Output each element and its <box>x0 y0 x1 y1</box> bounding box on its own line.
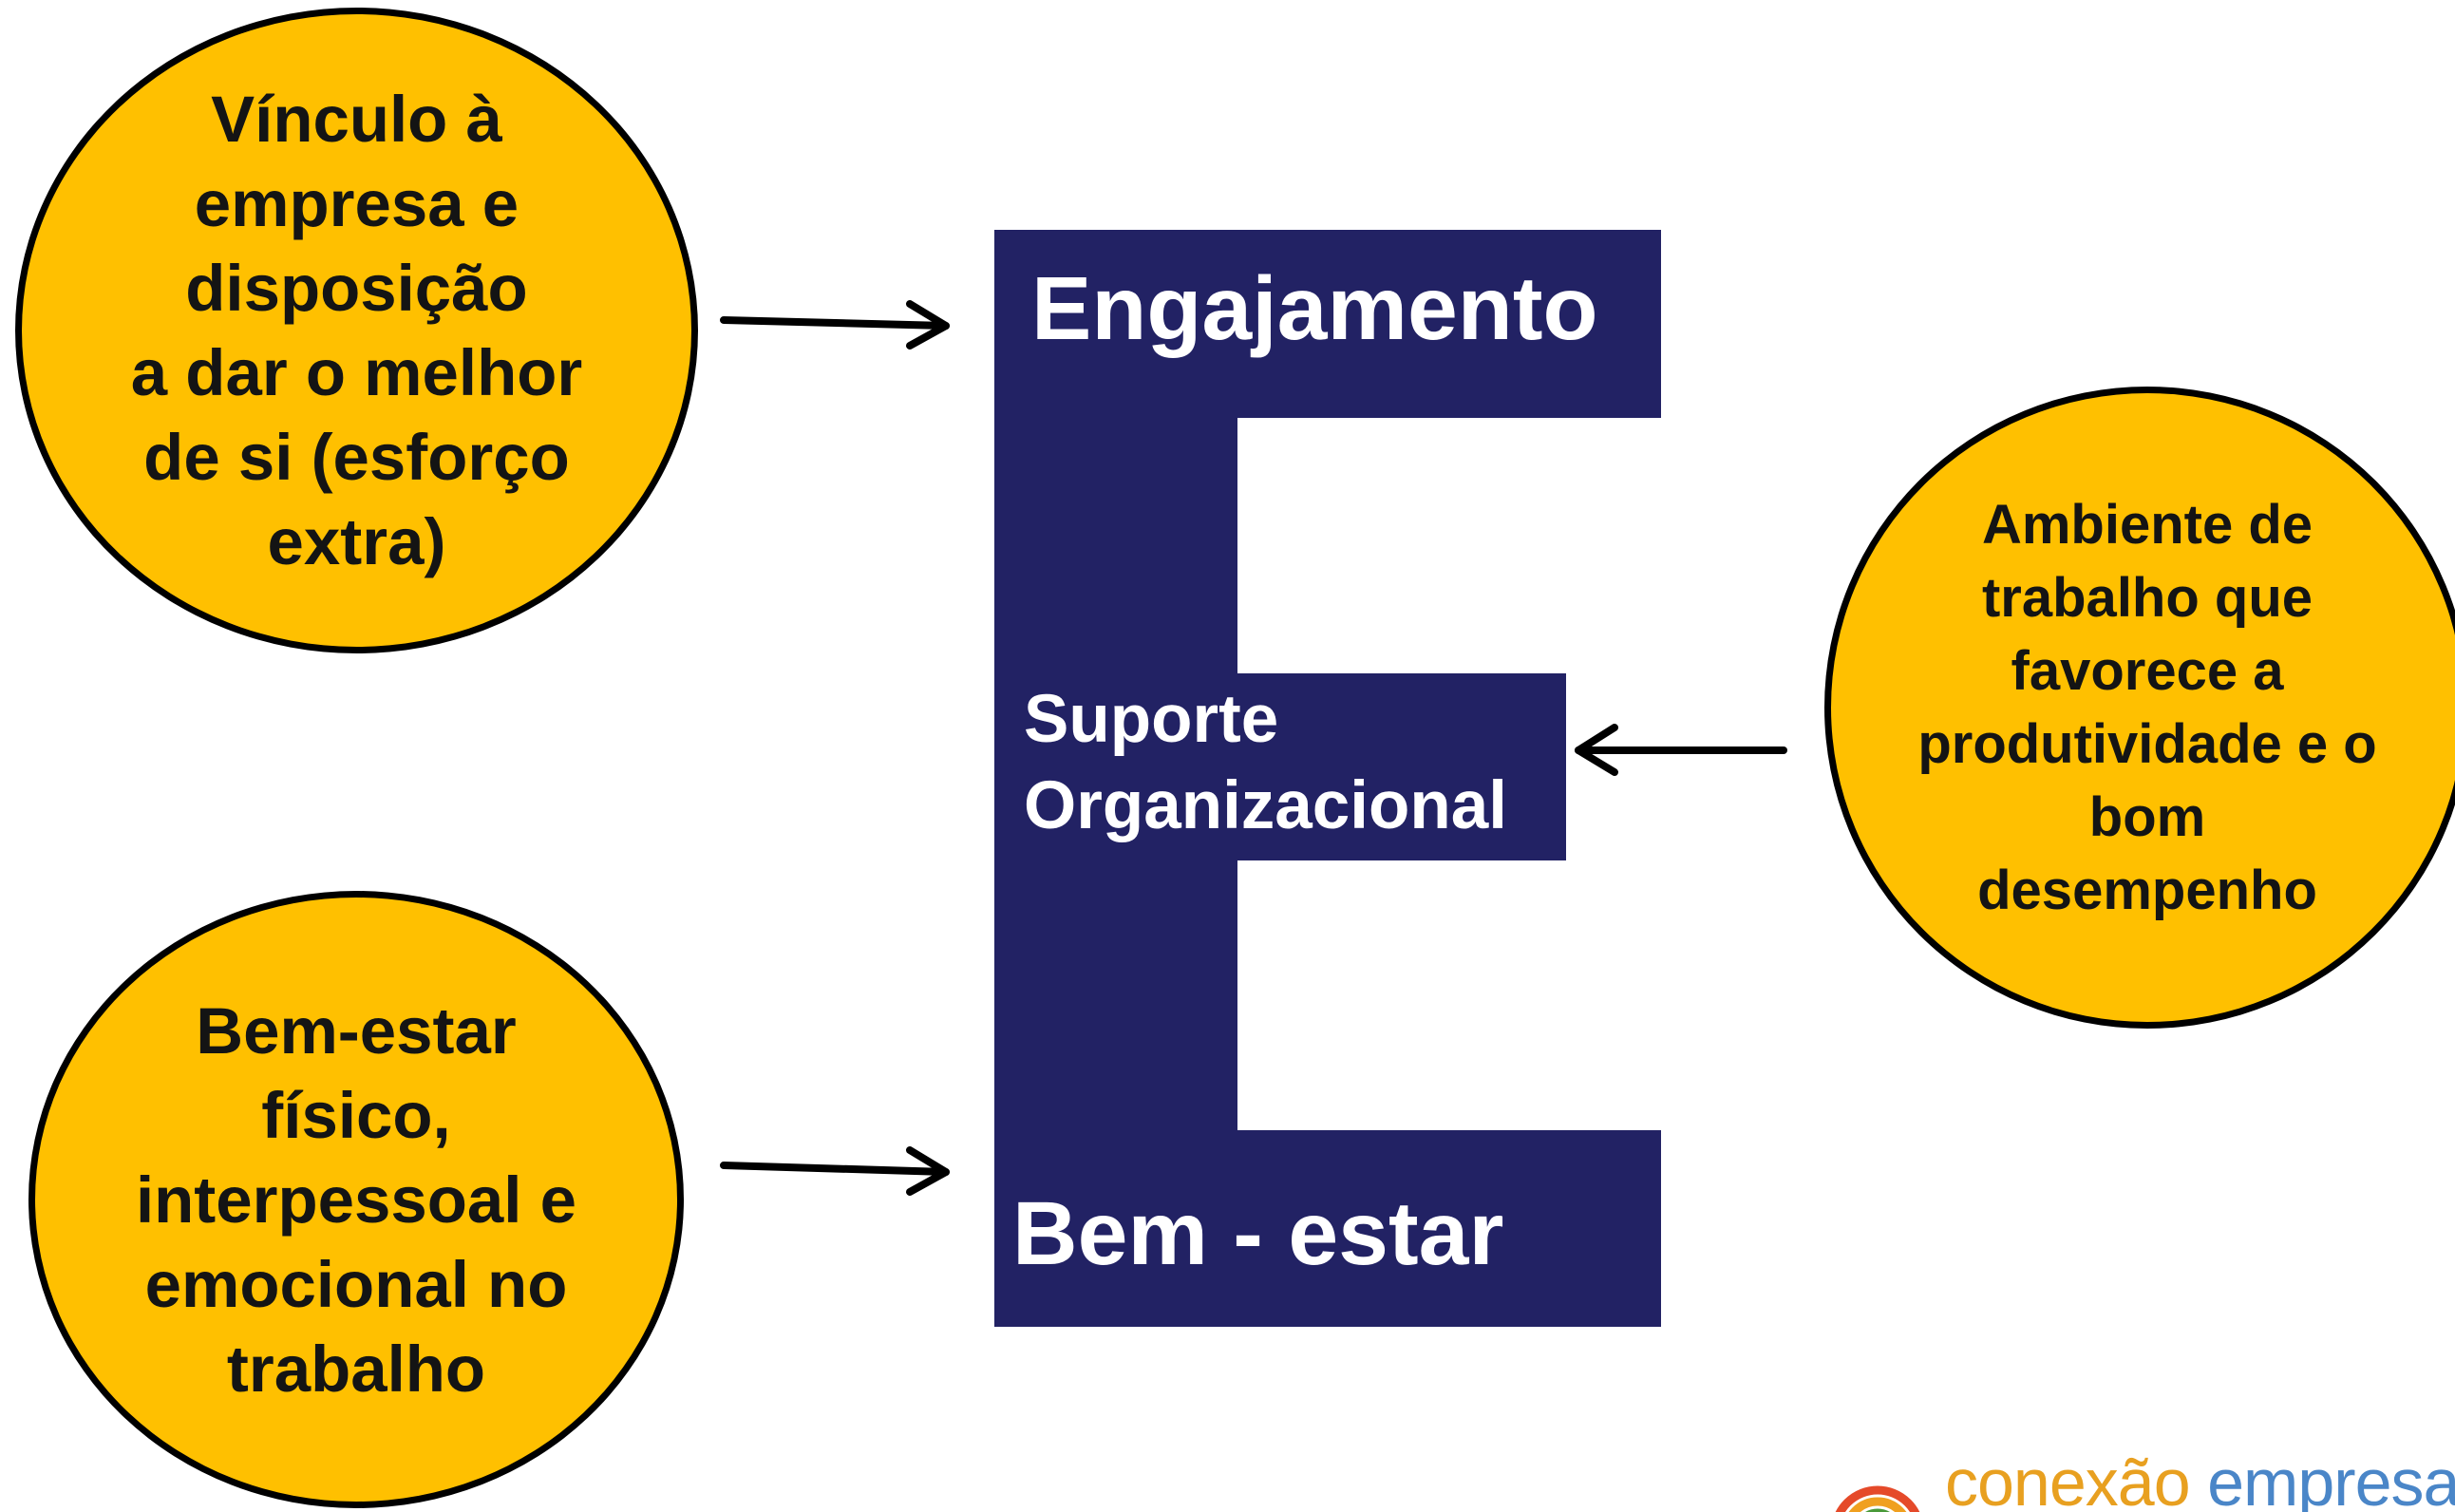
e-letter-path <box>994 230 1661 1327</box>
rainbow-arc-icon <box>1835 1485 1920 1512</box>
bem-estar-circle: Bem-estar físico, interpessoal e emocion… <box>28 891 684 1508</box>
ambiente-circle-text: Ambiente de trabalho que favorece a prod… <box>1917 494 2377 921</box>
logo-word-empresarial: empresarial <box>2207 1447 2455 1512</box>
bem-estar-circle-text: Bem-estar físico, interpessoal e emocion… <box>135 993 577 1406</box>
vinculo-circle: Vínculo à empresa e disposição a dar o m… <box>15 8 698 653</box>
bem-estar-label: Bem - estar <box>1012 1183 1504 1284</box>
arrow-bottom-left-icon <box>720 1146 950 1196</box>
logo-word-conexao: conexão <box>1945 1447 2191 1512</box>
arrow-right-icon <box>1575 724 1787 776</box>
vinculo-circle-text: Vínculo à empresa e disposição a dar o m… <box>130 83 583 578</box>
arrow-top-left-icon <box>720 300 950 350</box>
suporte-organizacional-label: Suporte Organizacional <box>1024 682 1507 843</box>
conexao-empresarial-logo: conexão empresarial <box>1825 1447 2455 1512</box>
logo-text: conexão empresarial <box>1945 1447 2455 1512</box>
engajamento-label: Engajamento <box>1031 258 1598 359</box>
ambiente-circle: Ambiente de trabalho que favorece a prod… <box>1824 387 2455 1029</box>
